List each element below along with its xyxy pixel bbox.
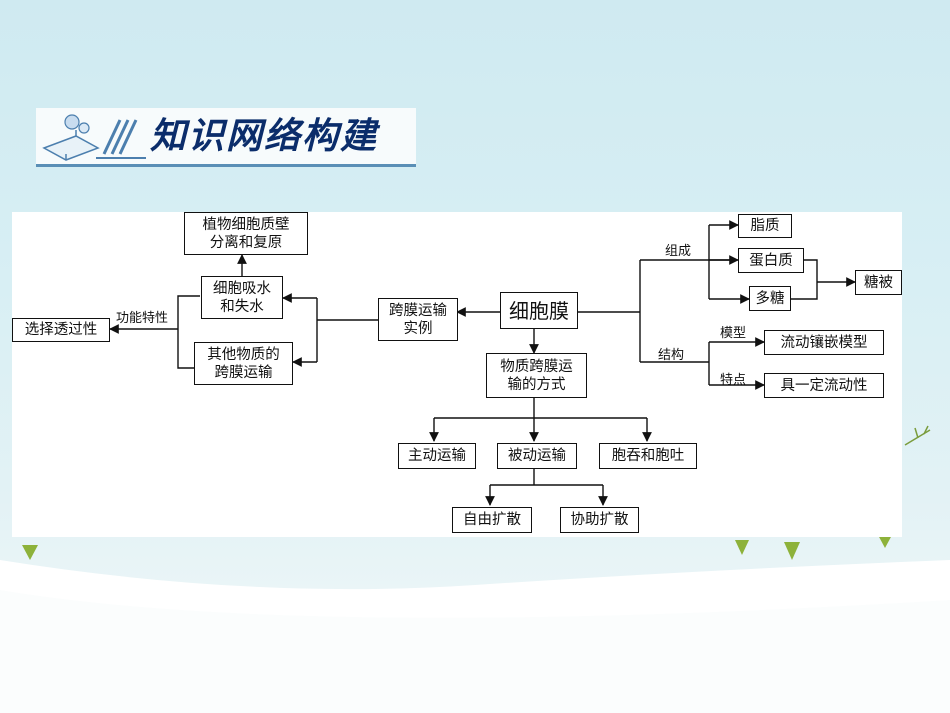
page-title: 知识网络构建 bbox=[150, 115, 379, 157]
node-active-transport: 主动运输 bbox=[398, 443, 476, 469]
label-function: 功能特性 bbox=[116, 311, 169, 326]
node-fluid-mosaic: 流动镶嵌模型 bbox=[764, 330, 884, 355]
node-glycocalyx: 糖被 bbox=[855, 270, 902, 295]
node-free-diffusion: 自由扩散 bbox=[452, 507, 532, 533]
node-transport-mode: 物质跨膜运 输的方式 bbox=[486, 353, 587, 398]
node-water: 细胞吸水 和失水 bbox=[201, 276, 283, 319]
node-example: 跨膜运输 实例 bbox=[378, 298, 458, 341]
connector-lines bbox=[109, 220, 856, 506]
node-passive-transport: 被动运输 bbox=[497, 443, 577, 469]
label-structure: 结构 bbox=[658, 348, 685, 363]
tree-icon bbox=[22, 535, 892, 560]
book-flower-icon bbox=[42, 114, 146, 161]
twig-icon bbox=[904, 425, 931, 446]
node-cell-membrane: 细胞膜 bbox=[500, 292, 578, 329]
node-protein: 蛋白质 bbox=[738, 248, 804, 273]
node-polysaccharide: 多糖 bbox=[749, 286, 791, 311]
label-feature: 特点 bbox=[720, 373, 747, 388]
label-composition: 组成 bbox=[665, 244, 692, 259]
node-other-transport: 其他物质的 跨膜运输 bbox=[194, 342, 293, 385]
node-fluidity: 具一定流动性 bbox=[764, 373, 884, 398]
node-facilitated-diffusion: 协助扩散 bbox=[560, 507, 639, 533]
label-model: 模型 bbox=[720, 326, 747, 341]
concept-map-panel: 植物细胞质壁 分离和复原 细胞吸水 和失水 其他物质的 跨膜运输 选择透过性 功… bbox=[12, 212, 902, 537]
node-selective-permeability: 选择透过性 bbox=[12, 318, 110, 342]
section-banner bbox=[36, 108, 416, 167]
node-endocytosis-exocytosis: 胞吞和胞吐 bbox=[599, 443, 697, 469]
node-lipid: 脂质 bbox=[738, 214, 792, 238]
node-plasmolysis: 植物细胞质壁 分离和复原 bbox=[184, 212, 308, 255]
